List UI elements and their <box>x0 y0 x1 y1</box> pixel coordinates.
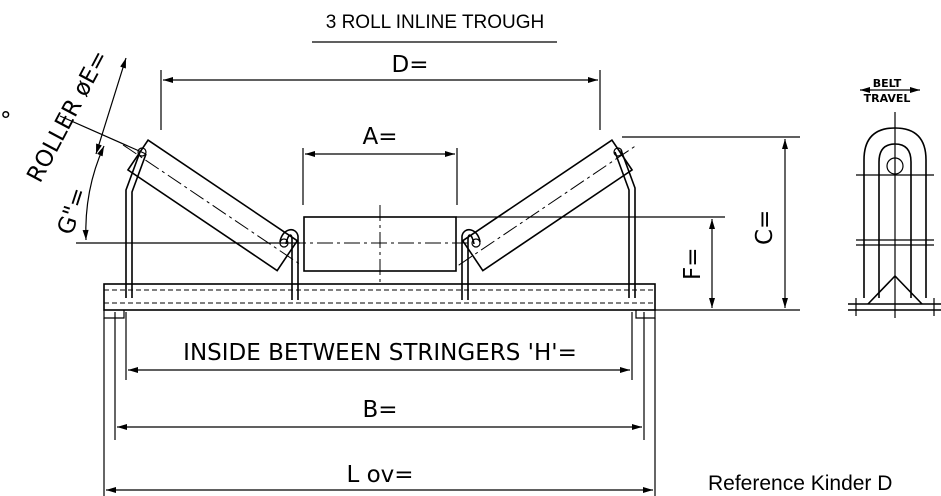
dimension-a-label: A= <box>362 124 397 150</box>
belt-travel-label-2: TRAVEL <box>864 92 911 105</box>
dimension-d: D= <box>160 52 601 130</box>
dimension-h: INSIDE BETWEEN STRINGERS 'H'= <box>125 312 633 380</box>
dimension-lov-label: L ov= <box>346 462 413 488</box>
dimension-b-label: B= <box>362 397 397 423</box>
right-inner-bracket <box>461 229 481 300</box>
side-view <box>848 112 941 318</box>
left-outer-bracket <box>125 147 147 298</box>
belt-travel-indicator: BELT TRAVEL <box>860 77 920 105</box>
dimension-c-label: C= <box>752 210 778 245</box>
dimension-g: G"= <box>53 115 300 244</box>
dimension-roller-diameter: ROLLER øE= <box>22 46 127 187</box>
dimension-c: C= <box>622 136 800 311</box>
drawing-title: 3 ROLL INLINE TROUGH <box>326 12 545 33</box>
idler-frame <box>103 283 656 319</box>
belt-travel-label-1: BELT <box>873 77 902 90</box>
dimension-b: B= <box>114 312 645 440</box>
right-wing-roller <box>458 138 638 272</box>
dimension-roller-label: ROLLER øE= <box>22 46 113 187</box>
dimension-d-label: D= <box>392 52 429 78</box>
right-outer-bracket <box>613 147 636 298</box>
center-roller <box>290 205 470 285</box>
dimension-a: A= <box>302 124 458 205</box>
dimension-h-label: INSIDE BETWEEN STRINGERS 'H'= <box>183 340 577 366</box>
reference-note: Reference Kinder D <box>708 472 892 495</box>
left-wing-roller <box>122 138 302 272</box>
dimension-f-label: F= <box>680 247 706 280</box>
dimension-f: F= <box>456 216 725 308</box>
side-fragment: ° <box>0 108 12 134</box>
dimension-lov: L ov= <box>103 318 656 496</box>
